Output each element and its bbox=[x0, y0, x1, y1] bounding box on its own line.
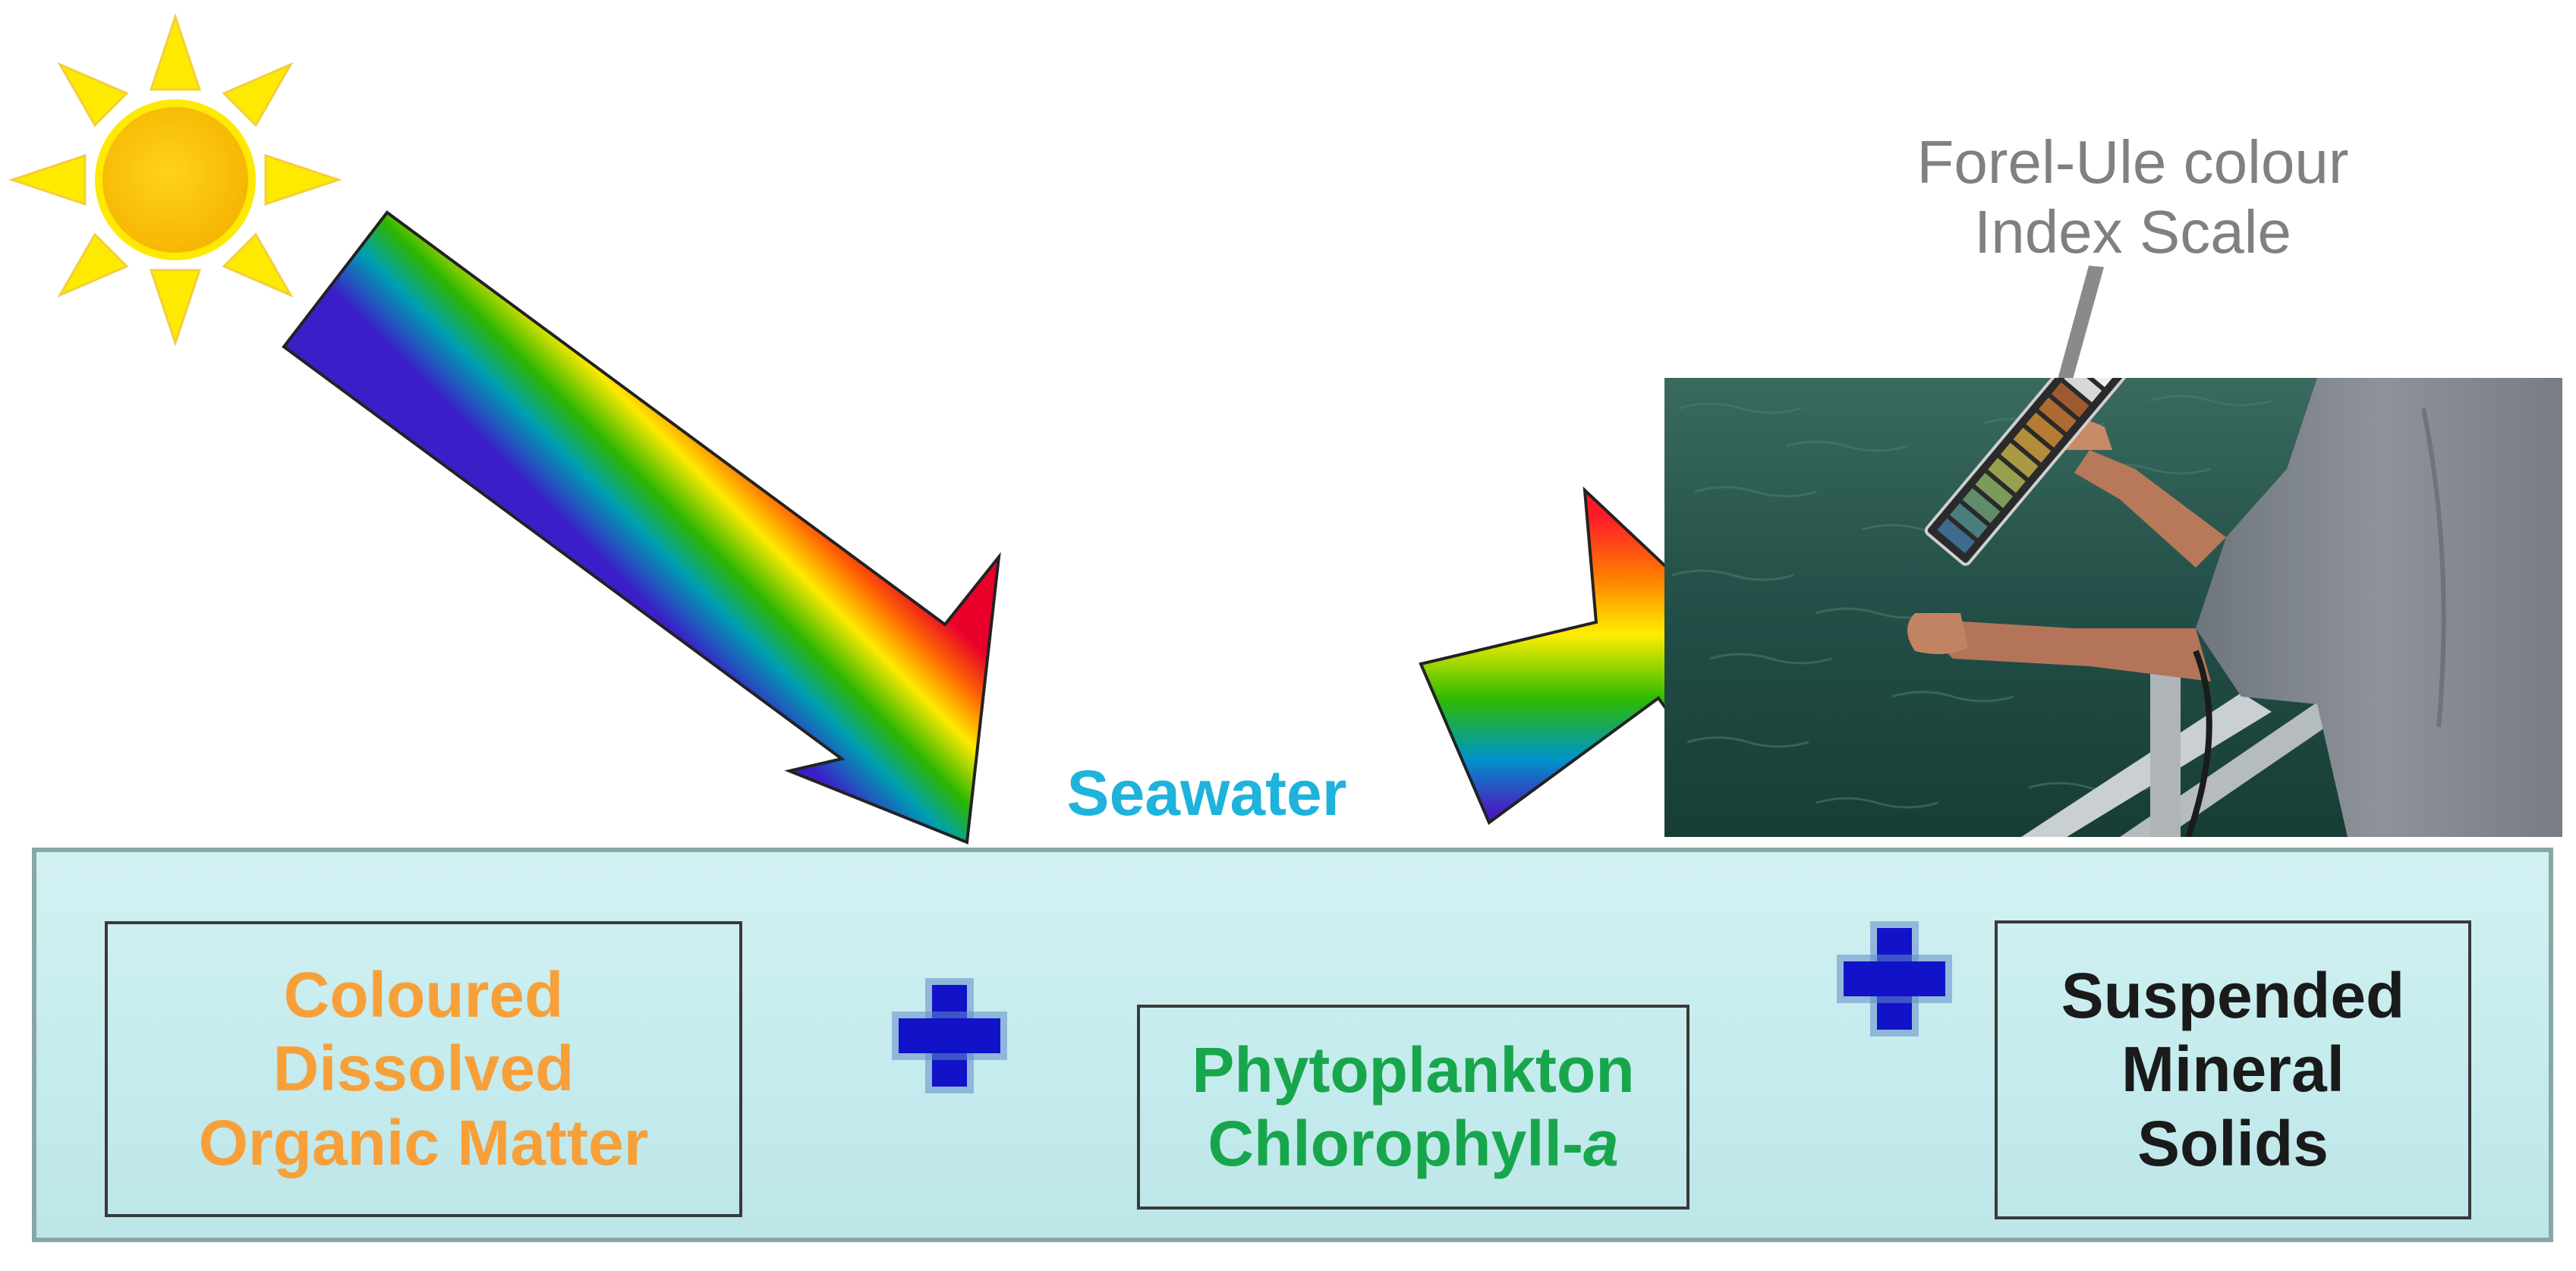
plus-icon bbox=[899, 985, 1000, 1087]
sun-icon bbox=[8, 13, 342, 347]
plus-icon bbox=[1844, 928, 1945, 1030]
seawater-panel: Coloured Dissolved Organic Matter Phytop… bbox=[32, 848, 2553, 1242]
forel-ule-label: Forel-Ule colour Index Scale bbox=[1916, 128, 2349, 266]
chlorophyll-suffix: a bbox=[1582, 1108, 1619, 1179]
cdom-label: Coloured Dissolved Organic Matter bbox=[198, 958, 649, 1178]
cdom-box: Coloured Dissolved Organic Matter bbox=[105, 921, 742, 1217]
mineral-solids-box: Suspended Mineral Solids bbox=[1995, 920, 2471, 1219]
incoming-light-arrow bbox=[282, 210, 1001, 845]
mineral-solids-label: Suspended Mineral Solids bbox=[2061, 959, 2405, 1179]
forel-ule-photo bbox=[1664, 378, 2562, 837]
phytoplankton-line1: Phytoplankton bbox=[1192, 1033, 1635, 1106]
chlorophyll-prefix: Chlorophyll- bbox=[1208, 1108, 1583, 1179]
seawater-label: Seawater bbox=[1066, 757, 1347, 829]
phytoplankton-line2: Chlorophyll-a bbox=[1192, 1107, 1634, 1181]
